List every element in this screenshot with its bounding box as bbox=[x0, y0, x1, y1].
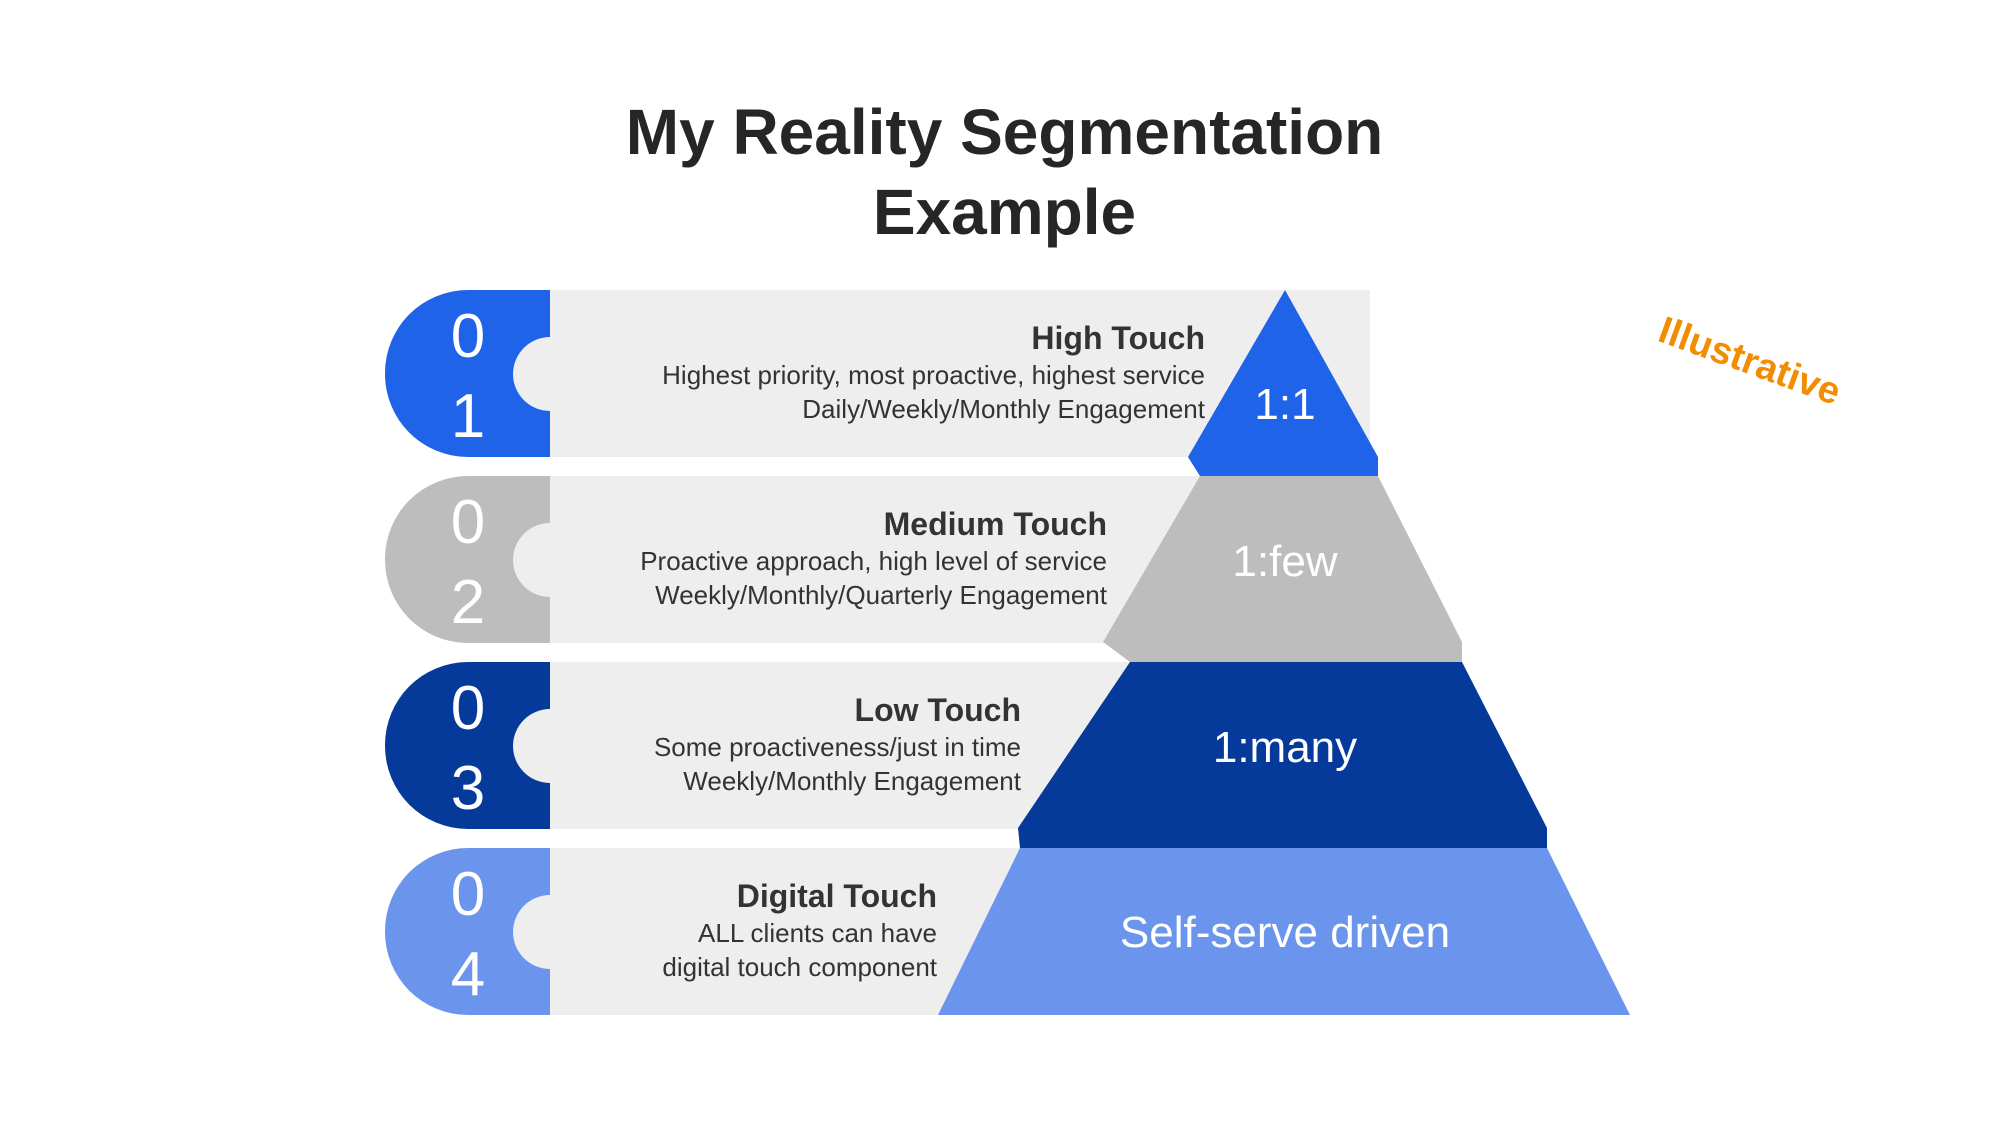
tier-description-line-1: Highest priority, most proactive, highes… bbox=[662, 360, 1205, 390]
tier-text-block: Medium Touch Proactive approach, high le… bbox=[407, 504, 1107, 612]
tier-number-bottom: 2 bbox=[450, 568, 486, 637]
page-title-line-1: My Reality Segmentation bbox=[625, 96, 1384, 168]
tier-number-top: 0 bbox=[450, 302, 486, 371]
tier-description-line-2: Weekly/Monthly/Quarterly Engagement bbox=[655, 580, 1107, 610]
tier-description-line-1: ALL clients can have bbox=[698, 918, 937, 948]
tier-text-block: Low Touch Some proactiveness/just in tim… bbox=[321, 690, 1021, 798]
tier-text-block: High Touch Highest priority, most proact… bbox=[505, 318, 1205, 426]
tier-number-top: 0 bbox=[450, 860, 486, 929]
tier-description-line-2: Weekly/Monthly Engagement bbox=[683, 766, 1021, 796]
tier-heading: Digital Touch bbox=[736, 878, 937, 914]
pyramid-tier-2-base bbox=[1103, 642, 1462, 662]
tier-description-line-1: Some proactiveness/just in time bbox=[653, 732, 1021, 762]
ratio-label-tier-4: Self-serve driven bbox=[1119, 908, 1451, 957]
tier-heading: Low Touch bbox=[854, 692, 1021, 728]
tier-description-line-1: Proactive approach, high level of servic… bbox=[640, 546, 1107, 576]
ratio-label-tier-1: 1:1 bbox=[1254, 380, 1316, 429]
tier-heading: High Touch bbox=[1031, 320, 1205, 356]
pyramid-tier-4 bbox=[938, 848, 1630, 1015]
tab-notch bbox=[513, 895, 587, 969]
tier-heading: Medium Touch bbox=[883, 506, 1107, 542]
ratio-label-tier-3: 1:many bbox=[1212, 723, 1358, 772]
pyramid-tier-1-base bbox=[1188, 457, 1378, 476]
pyramid-tier-3-base bbox=[1018, 828, 1547, 848]
tier-number-bottom: 3 bbox=[450, 754, 486, 823]
pyramid-tier-3 bbox=[1018, 662, 1547, 828]
tab-notch bbox=[513, 337, 587, 411]
tier-number-top: 0 bbox=[450, 674, 486, 743]
tier-number-bottom: 1 bbox=[450, 382, 486, 451]
tier-text-block: Digital Touch ALL clients can have digit… bbox=[237, 876, 937, 984]
tier-description-line-2: digital touch component bbox=[662, 952, 937, 982]
page-title-line-2: Example bbox=[872, 176, 1137, 248]
tab-notch bbox=[513, 523, 587, 597]
tab-notch bbox=[513, 709, 587, 783]
ratio-label-tier-2: 1:few bbox=[1232, 537, 1338, 586]
tier-description-line-2: Daily/Weekly/Monthly Engagement bbox=[802, 394, 1205, 424]
pyramid-tier-1 bbox=[1188, 290, 1378, 457]
tier-number-top: 0 bbox=[450, 488, 486, 557]
pyramid-tier-2 bbox=[1103, 476, 1462, 642]
tier-number-bottom: 4 bbox=[450, 940, 486, 1009]
